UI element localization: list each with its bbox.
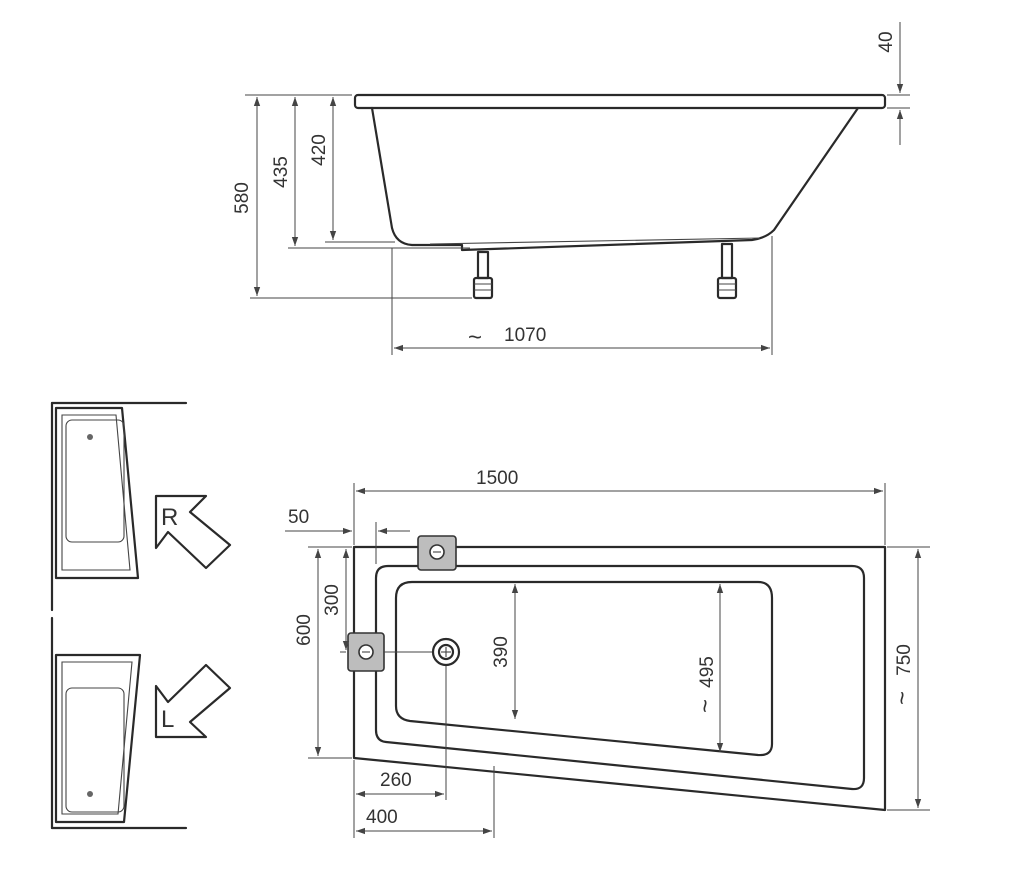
side-dim-420-label: 420	[309, 134, 330, 166]
plan-dim-600-label: 600	[294, 614, 315, 646]
plan-dim-1500-label: 1500	[476, 468, 518, 489]
right-orientation-label: R	[161, 504, 178, 531]
side-dim-580-label: 580	[232, 182, 253, 214]
plan-inner-rim	[374, 564, 866, 791]
plan-dim-390-label: 390	[491, 636, 512, 668]
plan-dim-260-label: 260	[380, 770, 412, 791]
plan-dim-50-label: 50	[288, 507, 309, 528]
arrow-right-orientation: R	[154, 494, 232, 570]
tub-leg-left	[472, 250, 494, 300]
side-dim-435-label: 435	[271, 156, 292, 188]
side-dim-1070-label: 1070	[504, 325, 546, 346]
left-orientation-label: L	[161, 706, 174, 733]
thumbnail-left	[50, 616, 188, 830]
plan-basin	[394, 580, 774, 757]
plan-approx-symbol-750: ~	[889, 691, 916, 705]
waste-fitting-icon	[347, 632, 385, 672]
tub-rim	[353, 93, 887, 110]
plan-dim-300-label: 300	[322, 584, 343, 616]
plan-approx-symbol-495: ~	[692, 699, 719, 713]
plan-dim-750-label: 750	[894, 644, 915, 676]
orientation-thumbnails: R L	[50, 401, 232, 830]
tub-body-outline	[370, 106, 860, 252]
side-view: 580 435 420 40 ~ 1070	[232, 22, 910, 355]
side-dimension-lines	[245, 22, 910, 355]
tub-leg-right	[716, 242, 738, 300]
drain-icon	[431, 637, 461, 667]
arrow-left-orientation: L	[154, 663, 232, 739]
plan-view: 1500 50 600 300 390 495 ~ 750 ~ 260 400	[285, 468, 930, 838]
tub-bottom-line	[429, 237, 761, 245]
plan-dim-495-label: 495	[697, 656, 718, 688]
plan-dimension-lines	[285, 483, 930, 838]
overflow-fitting-icon	[417, 535, 457, 571]
plan-outer-outline	[352, 545, 887, 812]
side-approx-symbol: ~	[468, 324, 482, 351]
thumbnail-right	[50, 401, 188, 612]
side-dim-40-label: 40	[876, 31, 897, 52]
plan-dim-400-label: 400	[366, 807, 398, 828]
